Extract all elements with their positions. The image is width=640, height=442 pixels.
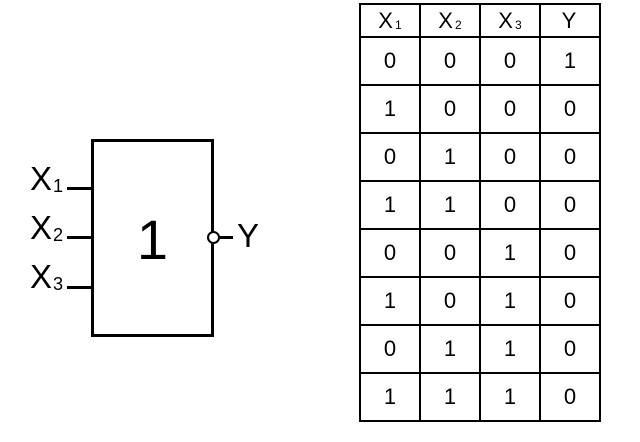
truth-table-cell: 0	[359, 132, 421, 182]
input-label-subscript: 2	[53, 225, 64, 246]
truth-table-row: 1 0 1 0	[359, 276, 601, 326]
output-label-y: Y	[237, 217, 260, 254]
input-label-base: X	[30, 258, 53, 295]
input-label-x3: X3	[30, 260, 63, 299]
truth-table-cell: 0	[479, 84, 541, 134]
output-wire	[220, 236, 233, 239]
truth-table-row: 0 0 1 0	[359, 228, 601, 278]
input-wire-x3	[67, 286, 91, 289]
truth-table-row: 1 1 1 0	[359, 372, 601, 422]
header-label-base: Y	[561, 7, 577, 33]
input-label-base: X	[30, 160, 53, 197]
truth-table-cell: 0	[479, 132, 541, 182]
input-label-subscript: 1	[53, 176, 64, 197]
input-wire-x2	[67, 236, 91, 239]
truth-table-row: 0 1 1 0	[359, 324, 601, 374]
header-label-base: X	[378, 7, 393, 33]
truth-table-cell: 0	[479, 180, 541, 230]
truth-table-cell: 1	[479, 372, 541, 422]
input-wire-x1	[67, 187, 91, 190]
truth-table-cell: 1	[539, 36, 601, 86]
truth-table-cell: 1	[359, 276, 421, 326]
truth-table-row: 1 1 0 0	[359, 180, 601, 230]
nor-gate-body: 1	[91, 139, 214, 337]
truth-table-cell: 0	[539, 84, 601, 134]
truth-table-cell: 0	[419, 84, 481, 134]
truth-table-cell: 0	[539, 324, 601, 374]
input-label-x2: X2	[30, 211, 63, 250]
truth-table-cell: 0	[539, 180, 601, 230]
truth-table-header-y: Y	[539, 3, 601, 38]
truth-table-cell: 0	[359, 228, 421, 278]
truth-table-cell: 1	[419, 132, 481, 182]
gate-function-label: 1	[136, 208, 169, 271]
truth-table-cell: 0	[419, 36, 481, 86]
truth-table-cell: 1	[479, 276, 541, 326]
truth-table-cell: 0	[539, 132, 601, 182]
truth-table-cell: 0	[419, 228, 481, 278]
truth-table-cell: 0	[539, 372, 601, 422]
header-label-subscript: 1	[394, 17, 402, 32]
truth-table-cell: 0	[359, 36, 421, 86]
truth-table-cell: 1	[479, 228, 541, 278]
truth-table-cell: 1	[419, 324, 481, 374]
truth-table-cell: 0	[419, 276, 481, 326]
truth-table-cell: 0	[359, 324, 421, 374]
negation-bubble-icon	[207, 231, 220, 244]
input-label-x1: X1	[30, 162, 63, 201]
truth-table-cell: 1	[419, 180, 481, 230]
input-label-base: X	[30, 209, 53, 246]
truth-table-cell: 1	[479, 324, 541, 374]
truth-table-cell: 0	[539, 228, 601, 278]
truth-table-cell: 0	[479, 36, 541, 86]
truth-table-row: 0 1 0 0	[359, 132, 601, 182]
header-label-subscript: 2	[454, 17, 462, 32]
truth-table-cell: 0	[539, 276, 601, 326]
truth-table-cell: 1	[359, 84, 421, 134]
truth-table-cell: 1	[359, 180, 421, 230]
truth-table-row: 0 0 0 1	[359, 36, 601, 86]
truth-table-cell: 1	[419, 372, 481, 422]
header-label-subscript: 3	[514, 17, 522, 32]
truth-table-cell: 1	[359, 372, 421, 422]
header-label-base: X	[498, 7, 513, 33]
header-label-base: X	[438, 7, 453, 33]
truth-table-row: 1 0 0 0	[359, 84, 601, 134]
input-label-subscript: 3	[53, 274, 64, 295]
